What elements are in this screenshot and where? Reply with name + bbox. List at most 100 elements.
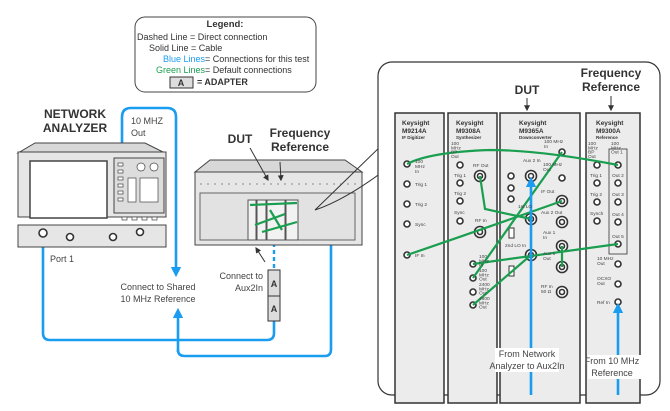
connector[interactable]: [403, 200, 411, 208]
pin-label: Out 5: [612, 234, 624, 240]
adapter-legend-icon: [169, 76, 194, 89]
connector[interactable]: [403, 180, 411, 188]
default-cables: [406, 148, 619, 306]
green-cable[interactable]: [472, 254, 532, 306]
from-na-label-2: Analyzer to Aux2In: [489, 361, 564, 371]
freq-ref-pointer: [277, 161, 284, 182]
na-title-1: NETWORK: [44, 107, 106, 121]
connector[interactable]: [614, 218, 622, 226]
rf-connector[interactable]: [558, 288, 566, 296]
legend: Legend: Dashed Line = Direct connection …: [134, 16, 317, 93]
shared-ref-label-2: 10 MHz Reference: [120, 294, 195, 304]
port1-label: Port 1: [50, 254, 74, 264]
connector[interactable]: [614, 179, 622, 187]
out-group-box: [608, 148, 628, 255]
port1-cable[interactable]: [41, 236, 276, 342]
from-ref-label-1: From 10 MHz: [585, 356, 640, 366]
green-cable[interactable]: [406, 148, 619, 167]
port1-connector[interactable]: [38, 228, 48, 238]
pin-label: IF Out: [541, 189, 555, 195]
from-ref-label-2: Reference: [591, 368, 633, 378]
connector[interactable]: [456, 179, 464, 187]
ref-out-cable[interactable]: [120, 106, 182, 278]
connector[interactable]: [593, 161, 601, 169]
module-model: M9308A: [456, 128, 481, 135]
pin-label: Trig 1: [415, 182, 427, 188]
rf-connector[interactable]: [527, 172, 535, 180]
zoom-callout: [314, 141, 386, 211]
legend-adapter: = ADAPTER: [197, 77, 248, 87]
connector[interactable]: [469, 288, 477, 296]
freq-ref-label-1: Frequency: [270, 126, 331, 140]
pin-label: 2nd LO In: [505, 243, 526, 249]
adapter-a: A: [271, 279, 278, 289]
connector[interactable]: [593, 217, 601, 225]
connector[interactable]: [614, 280, 622, 288]
module-model: M9300A: [596, 128, 621, 135]
connector[interactable]: [456, 217, 464, 225]
connector[interactable]: [593, 179, 601, 187]
pin-label: RF Out: [473, 163, 489, 169]
green-cable[interactable]: [472, 151, 563, 279]
connector[interactable]: [456, 197, 464, 205]
pin-label: Out 3: [612, 192, 624, 198]
pin-label: Trig 2: [590, 192, 602, 198]
ref-out-2: Out: [131, 128, 146, 138]
module-type: Synthesizer: [456, 135, 482, 140]
module-m9308a: [447, 112, 498, 404]
module-brand: Keysight: [519, 120, 547, 127]
connector[interactable]: [403, 220, 411, 228]
module-type: Reference: [596, 135, 618, 140]
detail-freq-ref-2: Reference: [582, 80, 640, 94]
dut-ref-cable[interactable]: [176, 228, 333, 358]
connector[interactable]: [507, 172, 515, 180]
connector[interactable]: [507, 184, 515, 192]
pin-label: Ref In: [597, 300, 610, 306]
pin-label: IF In: [415, 253, 425, 259]
module-brand: Keysight: [596, 120, 624, 127]
rf-connector[interactable]: [558, 218, 566, 226]
detail-dut-label: DUT: [515, 83, 540, 97]
legend-title: Legend:: [207, 19, 244, 30]
module-brand: Keysight: [456, 120, 484, 127]
green-cable[interactable]: [472, 242, 619, 266]
dut-label: DUT: [228, 132, 253, 146]
connector[interactable]: [614, 260, 622, 268]
pin-label: Out 2: [612, 173, 624, 179]
adapter-pair: A A: [267, 269, 281, 322]
module-type: IF Digitizer: [402, 135, 425, 140]
freq-ref-label-2: Reference: [271, 140, 329, 154]
from-na-label-1: From Network: [499, 349, 556, 359]
ref-out-1: 10 MHZ: [131, 116, 164, 126]
connector[interactable]: [456, 161, 464, 169]
connector[interactable]: [507, 195, 515, 203]
pxi-chassis: [193, 159, 364, 246]
connector[interactable]: [614, 198, 622, 206]
green-cable[interactable]: [478, 175, 532, 221]
pin-label: Sync: [454, 210, 465, 216]
green-cable[interactable]: [406, 199, 563, 257]
na-title-2: ANALYZER: [43, 121, 108, 135]
connector[interactable]: [593, 198, 601, 206]
connector[interactable]: [614, 298, 622, 306]
na-screen: [29, 160, 108, 219]
pin-label: Aux 2 In: [523, 158, 541, 164]
connector[interactable]: [558, 174, 566, 182]
legend-green-val: = Default connections: [205, 65, 292, 75]
